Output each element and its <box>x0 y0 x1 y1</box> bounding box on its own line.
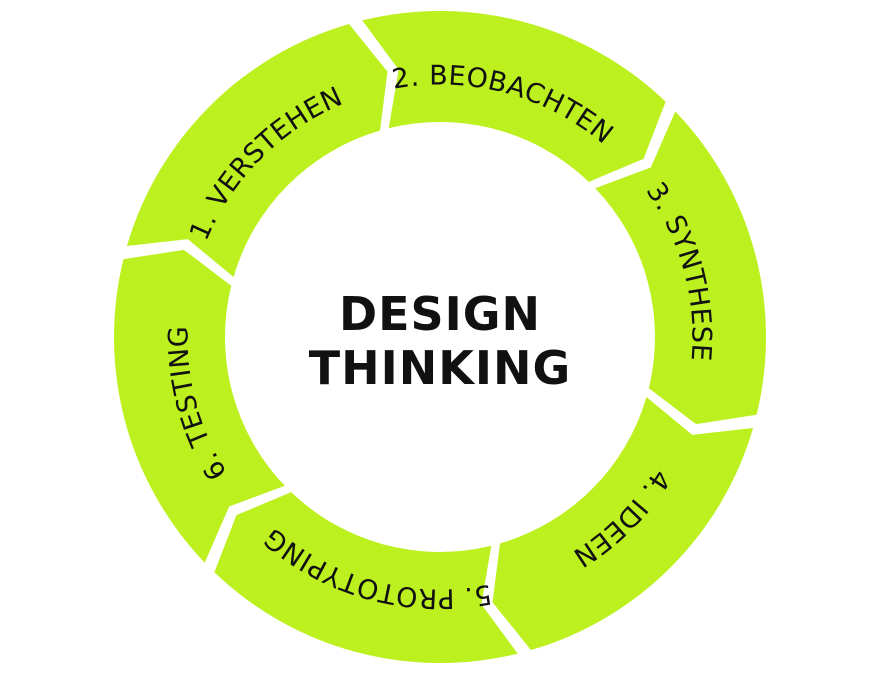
cycle-segment-1 <box>126 23 388 278</box>
cycle-segment-2 <box>362 11 666 182</box>
cycle-segments <box>114 11 766 663</box>
cycle-segment-3 <box>595 111 766 425</box>
center-title-line-1: DESIGN <box>339 287 541 341</box>
center-title-line-2: THINKING <box>309 341 572 395</box>
cycle-segment-6 <box>114 249 285 563</box>
cycle-segment-5 <box>214 492 518 663</box>
cycle-segment-4 <box>492 396 754 651</box>
center-title: DESIGN THINKING <box>309 287 572 395</box>
